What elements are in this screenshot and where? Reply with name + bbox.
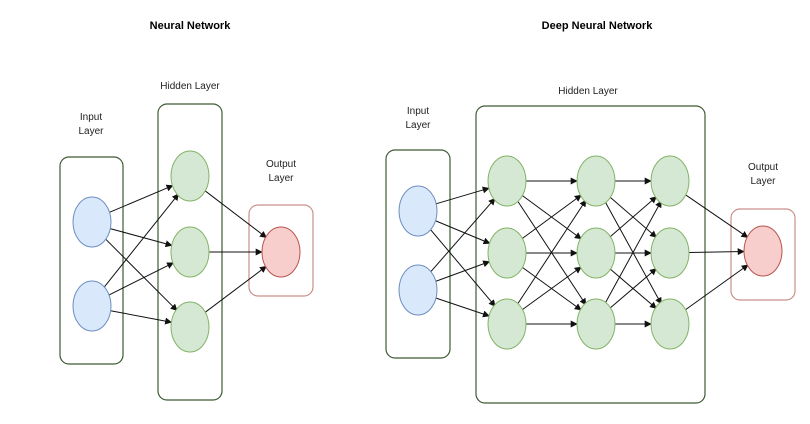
nn-hidden-neuron-l1-1 (170, 226, 210, 278)
dnn-hidden-layer-label: Hidden Layer (558, 86, 618, 97)
dnn-hidden-neuron-l3-1 (650, 227, 690, 279)
dnn-hidden-neuron-l2-1 (576, 227, 616, 279)
nn-output-layer-label-line2: Layer (268, 173, 294, 184)
dnn-edge-l0-n0-to-n2 (429, 228, 496, 307)
nn-hidden-neuron-l1-0 (170, 150, 210, 202)
dnn-output-layer-label-line1: Output (748, 162, 778, 173)
nn-input-layer-box (59, 156, 124, 365)
dnn-input-layer-label-line2: Layer (405, 120, 431, 131)
dnn-edge-l2-n1-to-n0 (609, 196, 657, 238)
dnn-hidden-neuron-l1-0 (487, 155, 527, 207)
dnn-output-layer-label-line2: Layer (750, 176, 776, 187)
dnn-input-layer-label-line1: Input (407, 106, 429, 117)
dnn-edge-l0-n1-to-n0 (429, 197, 496, 273)
dnn-edge-l0-n1-to-n2 (435, 297, 490, 318)
dnn-connections (429, 177, 749, 328)
dnn-edge-l1-n1-to-n0 (521, 194, 582, 240)
dnn-title: Deep Neural Network (542, 20, 654, 32)
dnn-hidden-neuron-l2-2 (576, 298, 616, 350)
dnn-hidden-neuron-l1-1 (487, 227, 527, 279)
dnn-input-layer-box (385, 149, 451, 359)
dnn-hidden-neuron-l3-0 (650, 155, 690, 207)
nn-input-neuron-l0-0 (72, 196, 112, 248)
dnn-hidden-neuron-l1-2 (487, 298, 527, 350)
dnn-edge-l2-n2-to-n0 (604, 200, 662, 305)
nn-connections (103, 184, 267, 325)
dnn-edge-l1-n2-to-n0 (516, 199, 587, 306)
nn-output-layer-label-line1: Output (266, 159, 296, 170)
dnn-edge-l0-n1-to-n1 (435, 260, 491, 282)
nn-neurons (72, 150, 301, 353)
nn-input-layer-label-line2: Layer (78, 126, 104, 137)
nn-edge-l0-n0-to-n2 (104, 238, 178, 312)
dnn-edge-l0-n0-to-n0 (435, 186, 490, 205)
dnn-output-layer-box (730, 208, 796, 301)
nn-edge-l0-n1-to-n1 (108, 262, 174, 296)
dnn-hidden-neuron-l2-0 (576, 155, 616, 207)
dnn-output-neuron-l4-0 (743, 225, 783, 277)
nn-edge-l0-n0-to-n1 (110, 228, 173, 248)
dnn-hidden-layers-box (475, 105, 706, 404)
nn-edge-l1-n0-to-n0 (204, 190, 267, 239)
dnn-neurons (398, 155, 783, 350)
nn-output-neuron-l2-0 (261, 226, 301, 278)
nn-input-neuron-l0-1 (72, 280, 112, 332)
nn-hidden-neuron-l1-2 (170, 301, 210, 353)
dnn-edge-l1-n2-to-n1 (521, 266, 582, 311)
dnn-edge-l3-n2-to-n0 (684, 264, 749, 311)
dnn-edge-l0-n0-to-n1 (434, 220, 491, 245)
nn-title: Neural Network (150, 20, 232, 32)
dnn-hidden-neuron-l3-2 (650, 298, 690, 350)
dnn-edge-l3-n1-to-n0 (688, 248, 745, 256)
nn-hidden-layer-label: Hidden Layer (160, 81, 220, 92)
dnn-edge-l2-n2-to-n1 (609, 268, 657, 309)
dnn-input-neuron-l0-0 (398, 185, 438, 237)
dnn-edge-l3-n0-to-n0 (684, 194, 749, 238)
dnn-input-neuron-l0-1 (398, 264, 438, 316)
nn-edge-l0-n1-to-n2 (110, 310, 173, 325)
nn-edge-l0-n1-to-n0 (103, 193, 179, 289)
nn-output-layer-box (248, 204, 314, 297)
nn-input-layer-label-line1: Input (80, 112, 102, 123)
nn-edge-l1-n2-to-n0 (204, 265, 267, 314)
nn-edge-l0-n0-to-n0 (109, 184, 174, 213)
